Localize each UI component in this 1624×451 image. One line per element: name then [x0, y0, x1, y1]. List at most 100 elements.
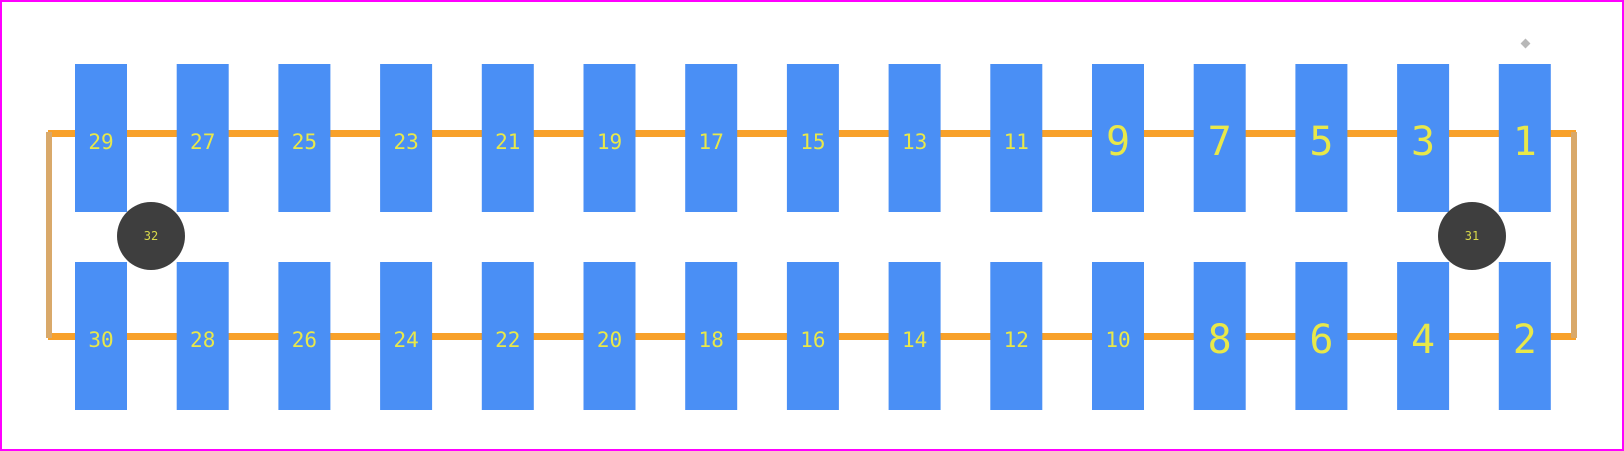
pad-number: 16 [800, 328, 825, 352]
pad-number: 4 [1411, 317, 1435, 363]
top-pad: 29 [75, 64, 127, 212]
hole-number: 31 [1465, 229, 1479, 243]
pad-rect [1295, 262, 1348, 410]
bottom-pad: 12 [990, 262, 1043, 410]
top-pad: 5 [1295, 64, 1348, 212]
pad-rect [481, 262, 534, 410]
pad-rect [481, 64, 534, 212]
bottom-pad: 2 [1498, 262, 1551, 410]
pad-rect [990, 64, 1043, 212]
pad-number: 9 [1106, 119, 1130, 165]
pad-number: 12 [1004, 328, 1029, 352]
pad-rect [583, 262, 636, 410]
pad-number: 27 [190, 130, 215, 154]
bottom-pad: 22 [481, 262, 534, 410]
pad-number: 22 [495, 328, 520, 352]
pin1-marker [1520, 38, 1531, 49]
top-pad: 17 [685, 64, 738, 212]
pad-number: 25 [292, 130, 317, 154]
pad-number: 13 [902, 130, 927, 154]
top-pad: 15 [786, 64, 839, 212]
bottom-pad: 4 [1397, 262, 1450, 410]
pad-rect [786, 64, 839, 212]
top-pad: 27 [176, 64, 229, 212]
bottom-pad: 24 [380, 262, 433, 410]
hole-number: 32 [144, 229, 158, 243]
pad-number: 1 [1513, 119, 1537, 165]
pad-rect [888, 64, 941, 212]
pad-number: 28 [190, 328, 215, 352]
pad-rect [75, 262, 127, 410]
pad-number: 15 [800, 130, 825, 154]
pad-number: 8 [1208, 317, 1232, 363]
pad-rect [380, 64, 433, 212]
mounting-holes: 32 31 [117, 202, 1506, 270]
pad-number: 30 [88, 328, 113, 352]
top-pad-row: 29 27 25 23 21 19 17 15 13 11 9 7 5 3 1 [75, 64, 1551, 212]
pad-number: 14 [902, 328, 927, 352]
pad-rect [1498, 262, 1551, 410]
top-pad: 1 [1498, 64, 1551, 212]
top-pad: 19 [583, 64, 636, 212]
pad-rect [278, 64, 331, 212]
pad-number: 7 [1208, 119, 1232, 165]
hole-circle [117, 202, 185, 270]
mounting-hole: 32 [117, 202, 185, 270]
pad-rect [1295, 64, 1348, 212]
bottom-pad: 18 [685, 262, 738, 410]
pad-rect [1193, 262, 1246, 410]
pad-rect [685, 64, 738, 212]
pad-rect [1397, 262, 1450, 410]
left-side-trace [46, 132, 52, 338]
pad-rect [1092, 64, 1144, 212]
top-pad: 25 [278, 64, 331, 212]
pad-rect [888, 262, 941, 410]
pad-rect [380, 262, 433, 410]
pad-rect [1498, 64, 1551, 212]
pad-number: 23 [393, 130, 418, 154]
bottom-pad: 20 [583, 262, 636, 410]
bottom-pad: 6 [1295, 262, 1348, 410]
bottom-pad-row: 30 28 26 24 22 20 18 16 14 12 10 8 6 4 2 [75, 262, 1551, 410]
pad-number: 18 [699, 328, 724, 352]
pad-number: 20 [597, 328, 622, 352]
pad-number: 19 [597, 130, 622, 154]
pad-rect [75, 64, 127, 212]
top-pad: 7 [1193, 64, 1246, 212]
top-pad: 11 [990, 64, 1043, 212]
pad-number: 5 [1309, 119, 1333, 165]
bottom-pad: 28 [176, 262, 229, 410]
pad-rect [176, 64, 229, 212]
pad-rect [685, 262, 738, 410]
pad-rect [583, 64, 636, 212]
bottom-pad: 14 [888, 262, 941, 410]
right-side-trace [1571, 132, 1577, 338]
hole-circle [1438, 202, 1506, 270]
pad-number: 10 [1105, 328, 1130, 352]
top-pad: 3 [1397, 64, 1450, 212]
pad-rect [786, 262, 839, 410]
top-pad: 23 [380, 64, 433, 212]
top-pad: 21 [481, 64, 534, 212]
bottom-pad: 30 [75, 262, 127, 410]
pad-rect [1193, 64, 1246, 212]
bottom-pad: 10 [1092, 262, 1144, 410]
pad-number: 24 [393, 328, 418, 352]
mounting-hole: 31 [1438, 202, 1506, 270]
pad-rect [176, 262, 229, 410]
pad-rect [278, 262, 331, 410]
pad-rect [1092, 262, 1144, 410]
pad-number: 11 [1004, 130, 1029, 154]
bottom-pad: 16 [786, 262, 839, 410]
pad-number: 2 [1513, 317, 1537, 363]
pad-number: 26 [292, 328, 317, 352]
top-pad: 13 [888, 64, 941, 212]
bottom-pad: 8 [1193, 262, 1246, 410]
pad-number: 17 [699, 130, 724, 154]
pad-number: 3 [1411, 119, 1435, 165]
pad-rect [1397, 64, 1450, 212]
top-pad: 9 [1092, 64, 1144, 212]
pad-number: 21 [495, 130, 520, 154]
